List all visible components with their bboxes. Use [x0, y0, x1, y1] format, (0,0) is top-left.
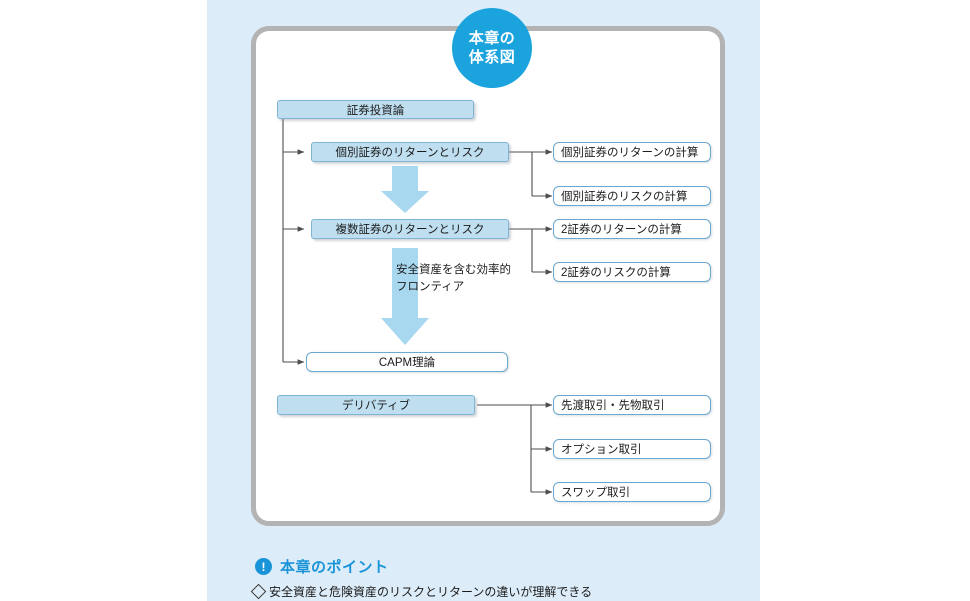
node-label: デリバティブ [341, 400, 411, 412]
node-label: 個別証券のリターンとリスク [335, 147, 485, 159]
node-label: 複数証券のリターンとリスク [335, 224, 485, 236]
node-two-risk-calc[interactable]: 2証券のリスクの計算 [553, 262, 711, 282]
node-capm[interactable]: CAPM理論 [306, 352, 508, 372]
badge-line-1: 本章の [468, 29, 516, 47]
point-item-text: 安全資産と危険資産のリスクとリターンの違いが理解できる [269, 585, 593, 599]
node-two-return-calc[interactable]: 2証券のリターンの計算 [553, 219, 711, 239]
badge-line-2: 体系図 [468, 49, 516, 66]
node-forward-futures[interactable]: 先渡取引・先物取引 [553, 395, 711, 415]
node-option-trade[interactable]: オプション取引 [553, 439, 711, 459]
node-label: オプション取引 [561, 444, 642, 456]
node-root[interactable]: 証券投資論 [277, 100, 474, 119]
node-multi-security[interactable]: 複数証券のリターンとリスク [311, 219, 509, 239]
node-label: 証券投資論 [346, 104, 405, 117]
node-label: スワップ取引 [561, 487, 630, 499]
node-label: 先渡取引・先物取引 [561, 400, 665, 412]
node-label: 2証券のリスクの計算 [561, 267, 671, 279]
node-single-risk-calc[interactable]: 個別証券のリスクの計算 [553, 186, 711, 206]
chapter-points-header: ! 本章のポイント [255, 556, 389, 577]
node-label: CAPM理論 [378, 357, 436, 369]
exclamation-icon: ! [255, 558, 272, 575]
node-single-return-calc[interactable]: 個別証券のリターンの計算 [553, 142, 711, 162]
node-derivative[interactable]: デリバティブ [277, 395, 475, 415]
diamond-bullet-icon [250, 583, 267, 600]
node-single-security[interactable]: 個別証券のリターンとリスク [311, 142, 509, 162]
node-swap-trade[interactable]: スワップ取引 [553, 482, 711, 502]
node-label: 個別証券のリスクの計算 [561, 191, 688, 203]
efficient-frontier-annotation: 安全資産を含む効率的 フロンティア [396, 264, 511, 293]
node-label: 個別証券のリターンの計算 [561, 147, 699, 159]
chapter-diagram-badge: 本章の 体系図 [452, 8, 532, 88]
node-label: 2証券のリターンの計算 [561, 224, 682, 236]
chapter-points-title: 本章のポイント [280, 559, 389, 576]
point-item: 安全資産と危険資産のリスクとリターンの違いが理解できる [250, 583, 593, 600]
